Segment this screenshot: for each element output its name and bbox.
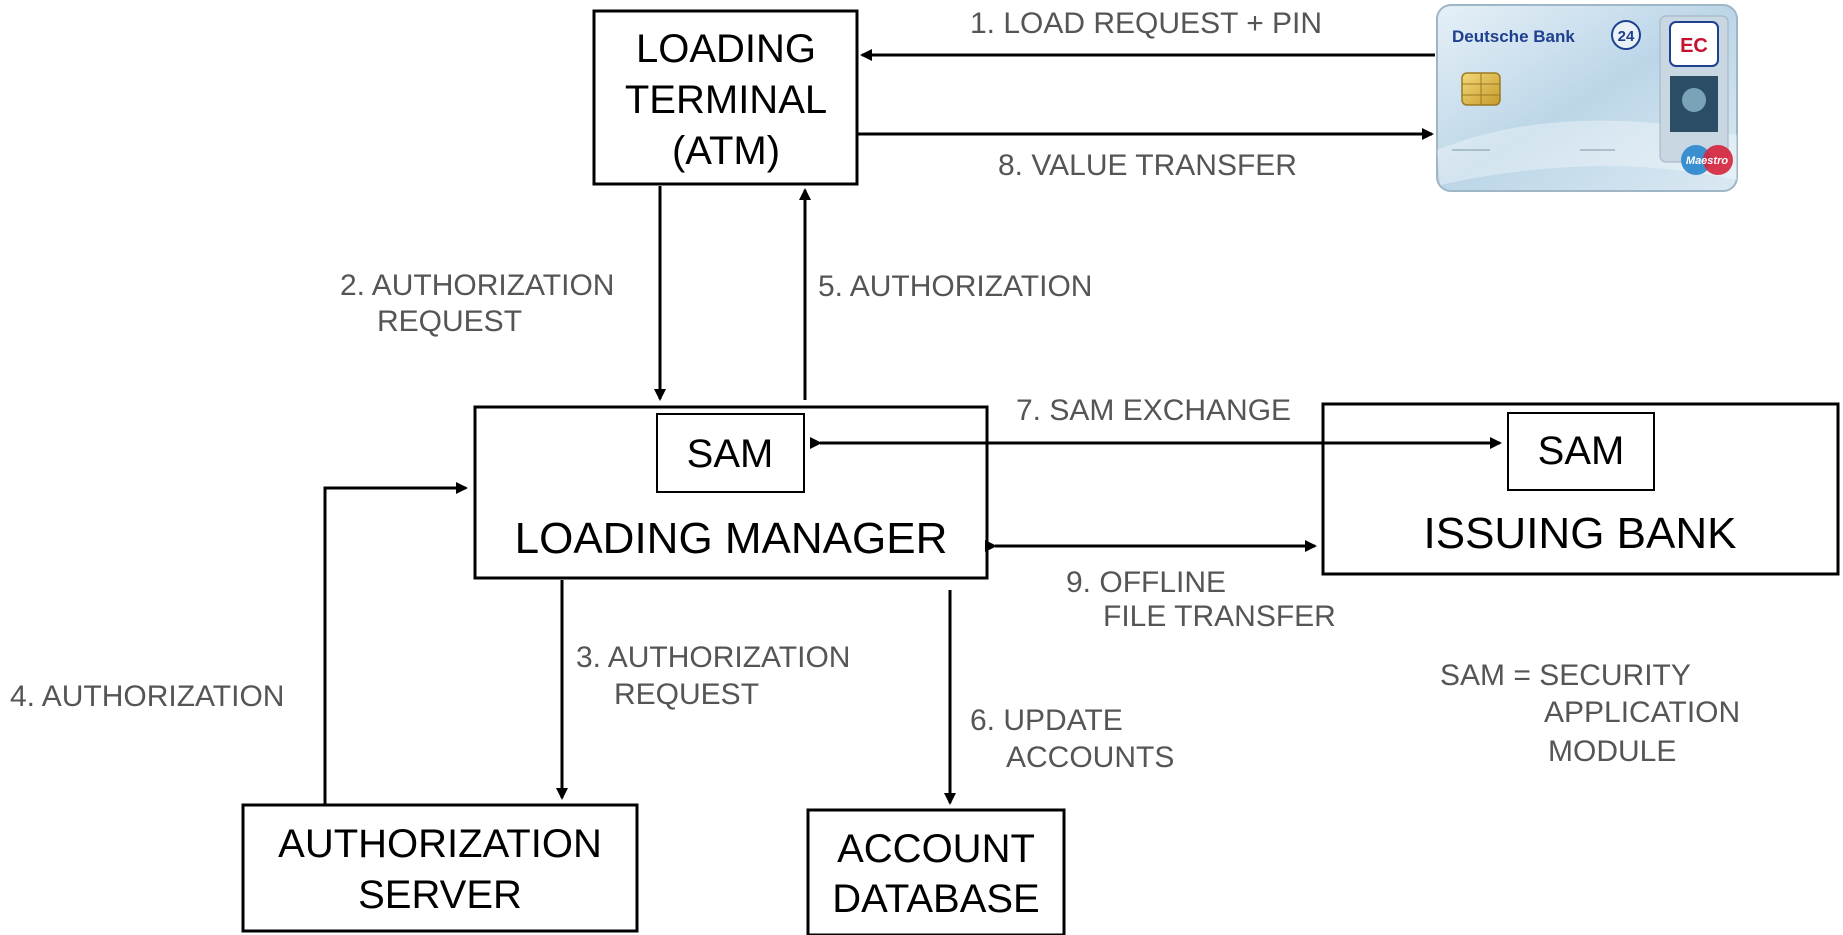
loading-manager-sam-label: SAM <box>687 432 774 476</box>
authorization-server-line-1: AUTHORIZATION <box>278 822 602 866</box>
loading-terminal-line-2: TERMINAL <box>625 78 827 122</box>
ec-logo-text: EC <box>1680 35 1708 57</box>
card-bank-name: Deutsche Bank <box>1452 27 1575 46</box>
label-step-9-line-1: 9. OFFLINE <box>1066 566 1226 599</box>
card-bank-badge: 24 <box>1618 28 1635 45</box>
issuing-bank-sam-label: SAM <box>1538 429 1625 473</box>
sam-legend: SAM = SECURITY APPLICATION MODULE <box>1440 659 1740 768</box>
label-step-5: 5. AUTHORIZATION <box>818 270 1092 303</box>
legend-line-3: MODULE <box>1548 735 1676 768</box>
label-step-3-line-2: REQUEST <box>614 678 759 711</box>
account-database-line-1: ACCOUNT <box>837 827 1035 871</box>
arrow-authorization-to-manager <box>323 482 468 805</box>
label-step-4: 4. AUTHORIZATION <box>10 680 284 713</box>
legend-line-1: SAM = SECURITY <box>1440 659 1691 692</box>
label-step-2-line-1: 2. AUTHORIZATION <box>340 269 614 302</box>
maestro-text: Maestro <box>1686 155 1728 167</box>
authorization-server-box: AUTHORIZATION SERVER <box>241 803 639 933</box>
loading-terminal-line-1: LOADING <box>636 27 816 71</box>
authorization-server-line-2: SERVER <box>358 873 522 917</box>
loading-manager-label: LOADING MANAGER <box>515 514 948 563</box>
loading-manager-sam-box <box>656 413 805 493</box>
bank-card-image: Deutsche Bank 24 EC Maestro <box>1436 4 1738 192</box>
label-step-1: 1. LOAD REQUEST + PIN <box>970 7 1322 40</box>
label-step-7: 7. SAM EXCHANGE <box>1016 394 1291 427</box>
label-step-6-line-1: 6. UPDATE <box>970 704 1123 737</box>
card-badge-circle <box>1611 20 1641 50</box>
account-database-line-2: DATABASE <box>832 877 1039 921</box>
issuing-bank-label: ISSUING BANK <box>1424 509 1737 558</box>
legend-line-2: APPLICATION <box>1544 696 1740 729</box>
label-step-2-line-2: REQUEST <box>377 305 522 338</box>
label-step-8: 8. VALUE TRANSFER <box>998 149 1297 182</box>
loading-terminal-line-3: (ATM) <box>672 129 780 173</box>
label-step-9-line-2: FILE TRANSFER <box>1103 600 1336 633</box>
loading-terminal-box: LOADING TERMINAL (ATM) <box>592 9 859 186</box>
label-step-3-line-1: 3. AUTHORIZATION <box>576 641 850 674</box>
ec-logo-icon <box>1669 21 1719 67</box>
account-database-box: ACCOUNT DATABASE <box>806 808 1066 935</box>
issuing-bank-sam-box <box>1507 412 1655 491</box>
label-step-6-line-2: ACCOUNTS <box>1006 741 1174 774</box>
loading-manager-box: SAM LOADING MANAGER <box>473 405 989 580</box>
issuing-bank-box: SAM ISSUING BANK <box>1321 402 1840 576</box>
maestro-logo-icon: Maestro <box>1681 145 1733 175</box>
